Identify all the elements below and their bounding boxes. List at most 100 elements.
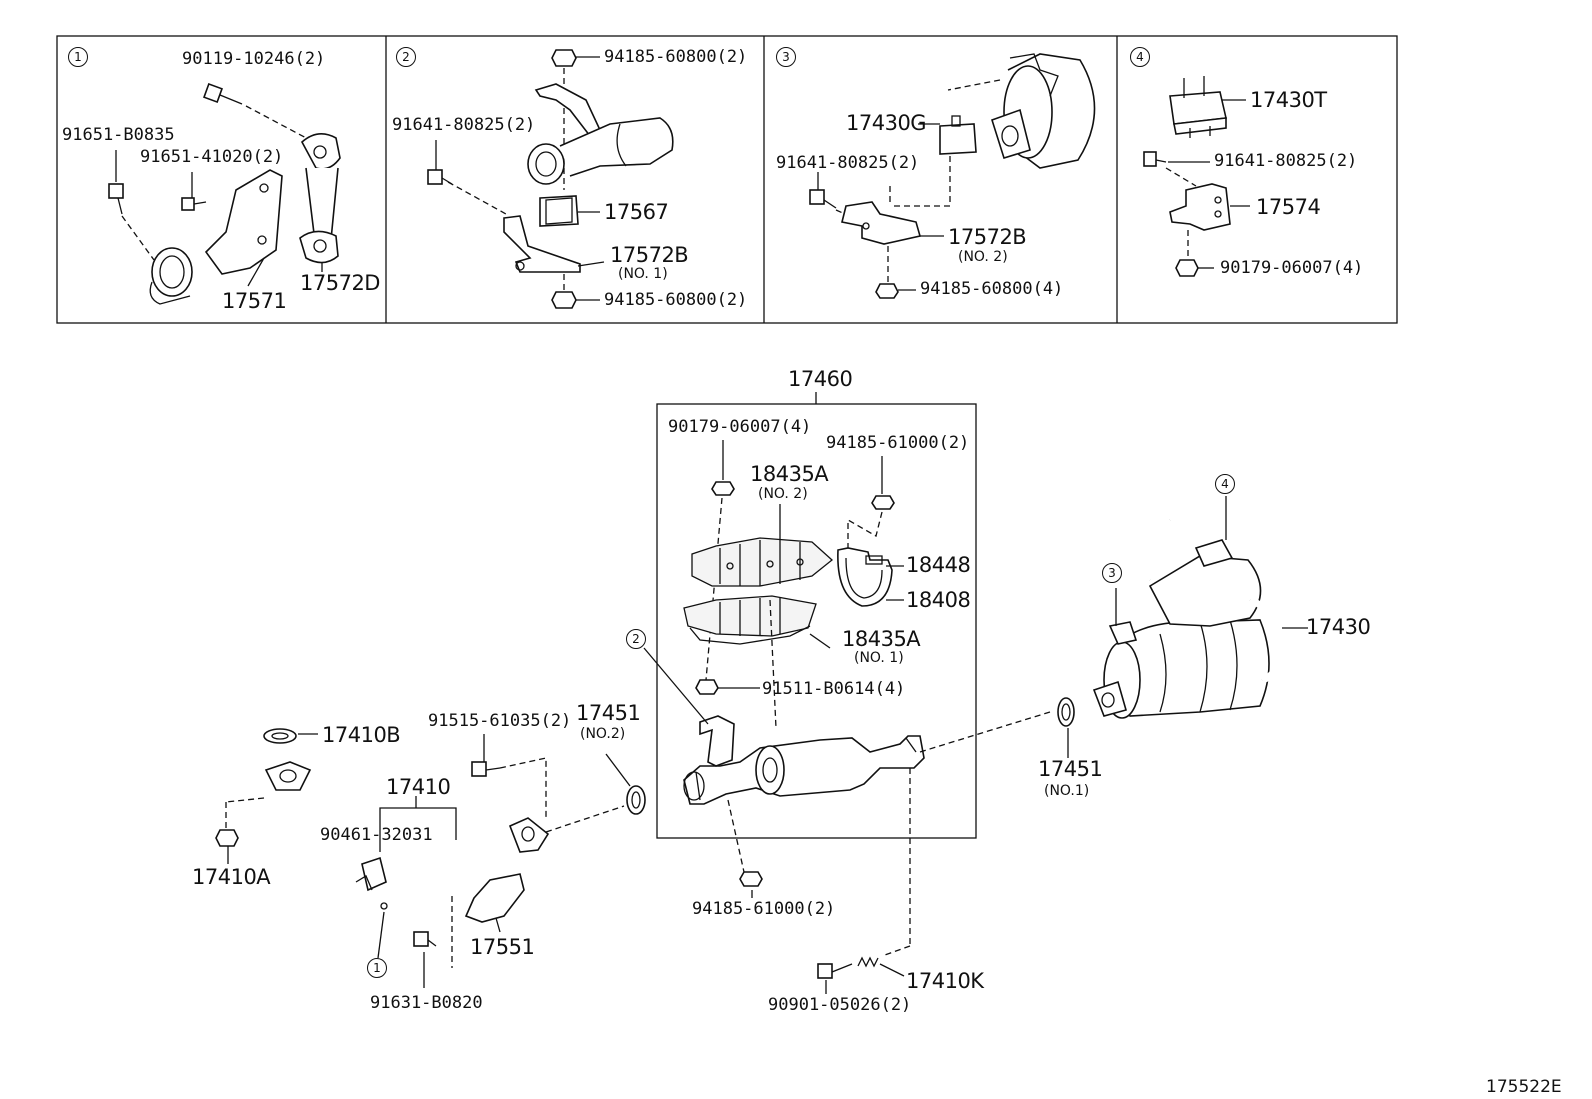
catalyst-assembly-box xyxy=(656,392,977,839)
heat-insulator-no1-icon xyxy=(683,595,817,645)
nut-icon xyxy=(739,871,763,887)
part-note-18435a-no1: (NO. 1) xyxy=(854,650,904,666)
part-label-17451-no1: 17451 xyxy=(1038,757,1103,781)
diagram-reference: 175522E xyxy=(1486,1077,1562,1097)
part-label-17410k: 17410K xyxy=(906,969,984,993)
bolt-icon xyxy=(1143,151,1167,167)
muffler-icon xyxy=(991,53,1096,169)
part-label-17430t: 17430T xyxy=(1250,88,1327,112)
panel-1-drawing xyxy=(108,83,341,305)
gasket-no2-icon xyxy=(626,785,646,815)
part-label-90179-06007-p4: 90179-06007(4) xyxy=(1220,258,1364,278)
panel-2-drawing xyxy=(427,49,674,309)
part-label-17460: 17460 xyxy=(788,367,853,391)
nut-icon xyxy=(871,495,895,510)
heat-insulator-17551-icon xyxy=(464,873,525,923)
nut-icon xyxy=(711,481,735,496)
mount-17567-icon xyxy=(539,195,579,227)
nut-icon xyxy=(875,283,899,299)
part-label-94185-60800-bottom: 94185-60800(2) xyxy=(604,290,748,310)
part-label-17410b: 17410B xyxy=(322,723,401,747)
gasket-no1-icon xyxy=(1057,697,1075,727)
bolt-icon xyxy=(427,169,453,185)
bolt-icon xyxy=(203,83,243,105)
mount-17430g-icon xyxy=(939,115,977,155)
part-label-91511-b0614: 91511-B0614(4) xyxy=(762,679,906,699)
clamp-band-icon xyxy=(837,547,893,607)
part-label-17451-no2: 17451 xyxy=(576,701,641,725)
rear-muffler-icon xyxy=(1092,516,1284,719)
bolt-icon xyxy=(471,761,501,777)
part-label-17410a: 17410A xyxy=(192,865,271,889)
part-label-91515-61035: 91515-61035(2) xyxy=(428,711,572,731)
heat-insulator-no2-icon xyxy=(691,537,834,587)
pipe-end-icon xyxy=(149,247,193,305)
part-label-94185-61000-top: 94185-61000(2) xyxy=(826,433,970,453)
panel-3-marker: 3 xyxy=(776,47,796,67)
panel-4-marker: 4 xyxy=(1130,47,1150,67)
bolt-icon xyxy=(413,931,437,947)
catalytic-converter-icon xyxy=(683,715,925,805)
part-label-17572b-no2: 17572B xyxy=(948,225,1027,249)
part-label-94185-61000-bottom: 94185-61000(2) xyxy=(692,899,836,919)
hanger-17572d-icon xyxy=(299,133,341,264)
part-label-17572d: 17572D xyxy=(300,271,380,295)
part-label-17410: 17410 xyxy=(386,775,451,799)
nut-icon xyxy=(551,49,577,67)
bracket-17572b-no2-icon xyxy=(841,201,922,245)
spring-icon xyxy=(857,956,879,968)
front-pipe-icon xyxy=(264,761,550,920)
pipe-icon xyxy=(527,117,674,185)
part-note-17451-no1: (NO.1) xyxy=(1044,783,1090,799)
mount-17430t-icon xyxy=(1169,76,1227,138)
location-marker-4: 4 xyxy=(1215,474,1235,494)
part-label-17574: 17574 xyxy=(1256,195,1321,219)
part-note-no1: (NO. 1) xyxy=(618,266,668,282)
part-label-18448: 18448 xyxy=(906,553,971,577)
location-marker-2: 2 xyxy=(626,629,646,649)
part-note-18435a-no2: (NO. 2) xyxy=(758,486,808,502)
panel-4-drawing xyxy=(1143,76,1250,277)
part-label-17430g: 17430G xyxy=(846,111,927,135)
part-label-91651-b0835: 91651-B0835 xyxy=(62,125,175,145)
part-label-90179-06007: 90179-06007(4) xyxy=(668,417,812,437)
part-label-91641-80825-p4: 91641-80825(2) xyxy=(1214,151,1358,171)
bracket-17574-icon xyxy=(1169,183,1231,231)
part-label-17572b-no1: 17572B xyxy=(610,243,689,267)
screw-icon xyxy=(695,679,719,695)
bolt-icon xyxy=(108,183,124,215)
panel-3-drawing xyxy=(809,53,1096,299)
nut-icon xyxy=(215,829,239,847)
part-label-18435a-no1: 18435A xyxy=(842,627,921,651)
gasket-17410b-icon xyxy=(263,728,297,744)
part-label-18408: 18408 xyxy=(906,588,971,612)
location-marker-3: 3 xyxy=(1102,563,1122,583)
part-note-17451-no2: (NO.2) xyxy=(580,726,626,742)
support-icon xyxy=(355,856,387,892)
part-label-94185-60800-4: 94185-60800(4) xyxy=(920,279,1064,299)
nut-icon xyxy=(1175,259,1199,277)
part-label-17571: 17571 xyxy=(222,289,287,313)
panel-1-marker: 1 xyxy=(68,47,88,67)
part-label-91651-41020: 91651-41020(2) xyxy=(140,147,284,167)
part-label-91641-80825-p3: 91641-80825(2) xyxy=(776,153,920,173)
part-label-90119-10246: 90119-10246(2) xyxy=(182,49,326,69)
bolt-icon xyxy=(817,963,853,979)
part-label-17551: 17551 xyxy=(470,935,535,959)
nut-icon xyxy=(551,291,577,309)
panel-2-marker: 2 xyxy=(396,47,416,67)
part-label-17567: 17567 xyxy=(604,200,669,224)
part-label-17430: 17430 xyxy=(1306,615,1371,639)
part-label-18435a-no2: 18435A xyxy=(750,462,829,486)
part-label-90901-05026: 90901-05026(2) xyxy=(768,995,912,1015)
part-label-94185-60800-top: 94185-60800(2) xyxy=(604,47,748,67)
part-label-91641-80825: 91641-80825(2) xyxy=(392,115,536,135)
bolt-icon xyxy=(809,189,837,209)
bracket-17572b-icon xyxy=(503,215,581,273)
bolt-icon xyxy=(181,197,207,211)
bracket-17571-icon xyxy=(204,169,283,275)
panel-frame xyxy=(56,35,1398,324)
part-label-90461-32031: 90461-32031 xyxy=(320,825,433,845)
part-note-no2: (NO. 2) xyxy=(958,249,1008,265)
